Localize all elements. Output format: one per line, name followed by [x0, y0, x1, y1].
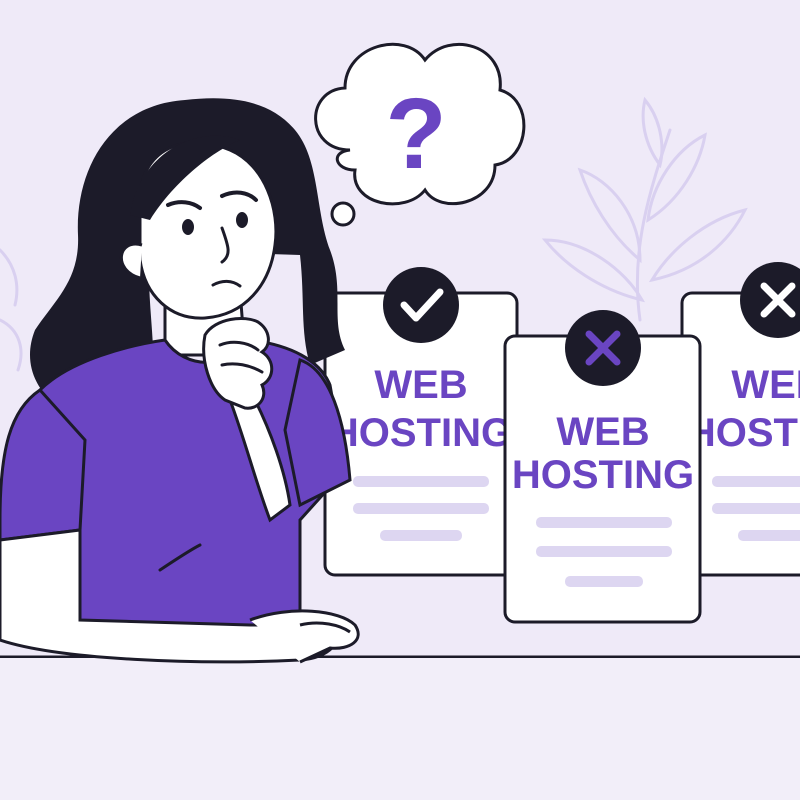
check-icon [383, 267, 459, 343]
hair-fringe [130, 135, 240, 220]
card-text-line [380, 530, 462, 541]
shirt-sleeve [283, 358, 352, 508]
hosting-card-1[interactable]: WEB HOSTING [323, 267, 519, 577]
card-text-line [353, 476, 489, 487]
card-text-line [353, 503, 489, 514]
card-text-line [536, 517, 672, 528]
card-title-line1: WEB [731, 363, 800, 407]
thought-dot [330, 201, 356, 227]
finger-line [218, 340, 260, 352]
card-text-line [712, 476, 800, 487]
thought-bubble: ? [307, 42, 526, 243]
eye [236, 212, 248, 228]
question-mark-icon: ? [385, 78, 446, 190]
cross-icon [565, 310, 641, 386]
card-title-line1: WEB [374, 363, 467, 407]
cross-icon [740, 262, 800, 338]
finger-line [299, 621, 351, 634]
hosting-card-3[interactable]: WEB HOSTING [680, 262, 800, 577]
shirt-sleeve [0, 388, 87, 542]
card-text-line [712, 503, 800, 514]
nose [220, 226, 230, 264]
card-text-line [565, 576, 643, 587]
decorative-leaves-right [541, 96, 748, 322]
eyebrow [166, 200, 202, 210]
decorative-leaves-left [0, 248, 23, 372]
hosting-card-2[interactable]: WEB HOSTING [503, 310, 702, 624]
card-text-line [536, 546, 672, 557]
ear [120, 242, 143, 280]
eyebrow [220, 190, 258, 202]
card-text-line [738, 530, 800, 541]
desk-surface [0, 658, 800, 800]
eye [182, 219, 194, 235]
card-title-line2: HOSTING [512, 453, 694, 497]
mouth [211, 279, 242, 288]
card-title-line1: WEB [556, 410, 649, 454]
woman-figure [0, 98, 360, 664]
shirt-fold [158, 543, 202, 572]
finger-line [220, 362, 264, 374]
card-title-line2: HOSTING [687, 411, 800, 455]
card-title-line2: HOSTING [330, 411, 512, 455]
